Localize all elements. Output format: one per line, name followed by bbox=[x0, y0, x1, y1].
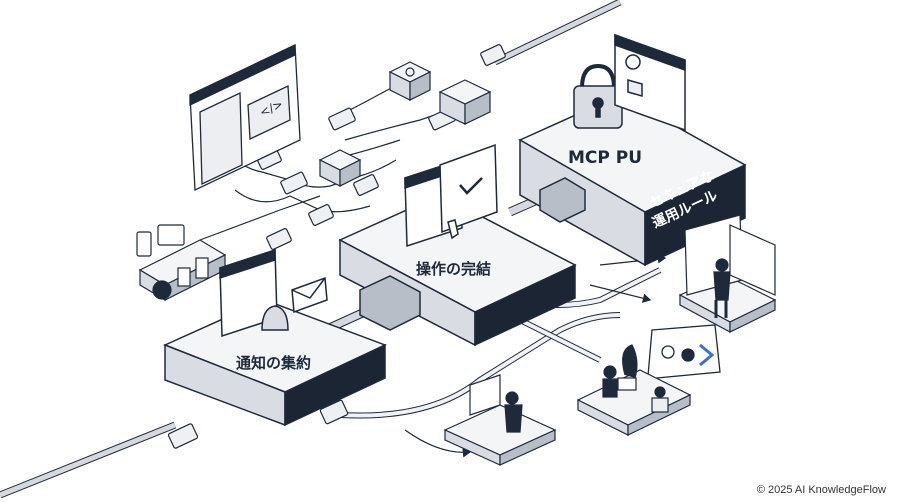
connectors bbox=[167, 44, 506, 449]
hub-nodes bbox=[318, 61, 492, 187]
arrow-to-laptop bbox=[404, 429, 472, 458]
cable-network-3 bbox=[199, 195, 321, 241]
plant bbox=[622, 344, 638, 379]
copyright-footer: © 2025 AI KnowledgeFlow bbox=[756, 484, 886, 496]
lock-icon bbox=[573, 63, 623, 129]
check-icon bbox=[459, 177, 483, 195]
desk-platform bbox=[576, 344, 692, 436]
arrow-to-desk bbox=[589, 284, 652, 303]
pointer-hand-icon bbox=[447, 219, 459, 240]
ops-label: 操作の完結 bbox=[416, 260, 491, 278]
laptop-platform bbox=[443, 374, 557, 466]
cable-network-2 bbox=[234, 189, 371, 213]
notify-box: 通知の集約 bbox=[163, 248, 387, 427]
presenter-platform bbox=[678, 214, 777, 334]
shield-icon bbox=[152, 280, 172, 300]
ops-box: 操作の完結 bbox=[338, 143, 577, 347]
github-icon bbox=[625, 54, 641, 70]
shield-icon bbox=[627, 79, 643, 97]
vscode-icon bbox=[699, 343, 715, 367]
mcp-label: MCP PU bbox=[568, 148, 642, 168]
apps-bubble bbox=[647, 324, 721, 392]
gear-icon bbox=[405, 67, 415, 77]
bell-icon bbox=[261, 305, 289, 331]
mcp-box: MCP PU セキュアな 運用ルール bbox=[518, 33, 747, 267]
github-icon bbox=[661, 345, 675, 359]
notify-label: 通知の集約 bbox=[236, 354, 311, 372]
apple-icon bbox=[681, 348, 695, 362]
code-window: </> bbox=[189, 43, 301, 192]
device-cluster bbox=[136, 224, 227, 302]
cable-network-5 bbox=[344, 109, 451, 141]
